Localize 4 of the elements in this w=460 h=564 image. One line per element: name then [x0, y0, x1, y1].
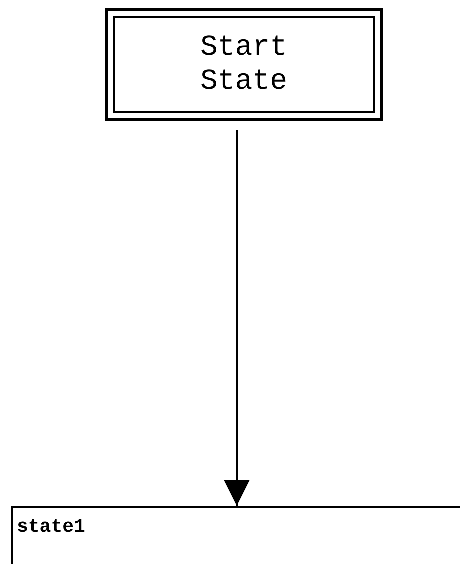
- arrow: [224, 130, 250, 506]
- start-state-box: [105, 8, 383, 121]
- state-name: state1: [17, 516, 86, 538]
- state-name: Start State: [199, 31, 288, 99]
